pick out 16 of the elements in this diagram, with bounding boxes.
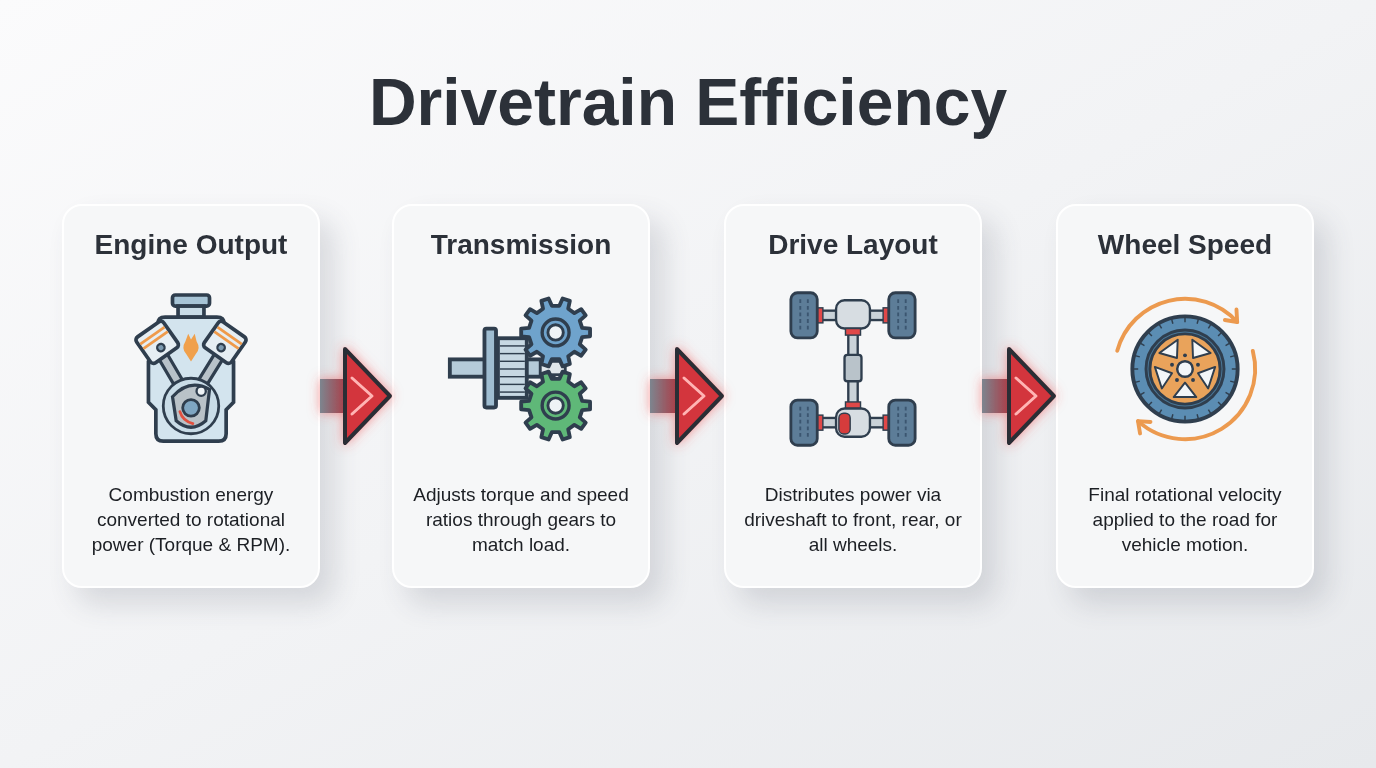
arrow (650, 347, 724, 445)
step-card (724, 204, 982, 588)
arrow (320, 347, 392, 445)
step-description: Final rotational velocity applied to the road for vehicle motion. (1087, 483, 1283, 557)
arrow (982, 347, 1056, 445)
step-description: Distributes power via driveshaft to front, rear, or all wheels. (743, 483, 963, 557)
page-title: Drivetrain Efficiency (368, 66, 1008, 138)
step-description: Adjusts torque and speed ratios through gears to match load. (412, 483, 630, 557)
step-card (392, 204, 650, 588)
step-title: Drive Layout (767, 228, 939, 262)
step-card (1056, 204, 1314, 588)
step-title: Transmission (429, 228, 613, 262)
step-description: Combustion energy converted to rotational power (Torque & RPM). (90, 483, 292, 557)
step-title: Wheel Speed (1096, 228, 1274, 262)
step-card (62, 204, 320, 588)
step-title: Engine Output (93, 228, 289, 262)
